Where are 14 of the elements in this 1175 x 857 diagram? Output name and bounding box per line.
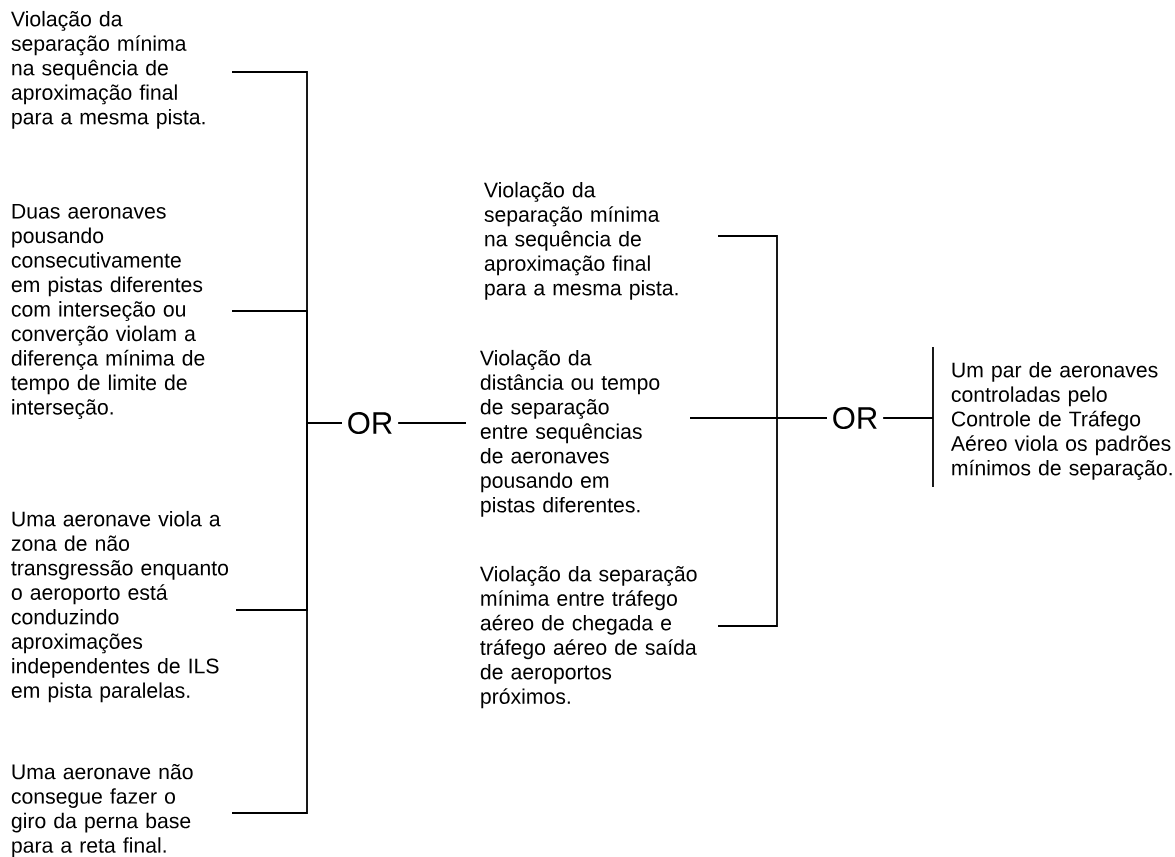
event-text: Uma aeronave não consegue fazer o giro da perna base para a reta final. (11, 763, 193, 857)
connector-line (717, 417, 828, 627)
connector-line (231, 422, 343, 814)
connector-line (397, 422, 467, 424)
event-text: Violação da separação mínima na sequência de aproximação final para a mesma pista. (484, 181, 678, 300)
connector-line (882, 417, 934, 419)
or-gate-label: OR (348, 412, 392, 434)
event-text: Violação da distância ou tempo de separação entre sequências de aeronaves pousando em pistas diferentes. (480, 349, 660, 517)
event-text: Uma aeronave viola a zona de não transgressão enquanto o aeroporto está conduzindo aproximações independentes de ILS em pista paralelas. (11, 510, 229, 703)
event-text: Violação da separação mínima na sequência de aproximação final para a mesma pista. (11, 10, 205, 129)
event-text: Um par de aeronaves controladas pelo Controle de Tráfego Aéreo viola os padrões mínimos de separação. (950, 361, 1172, 480)
event-text: Violação da separação mínima entre tráfego aéreo de chegada e tráfego aéreo de saída de aeroportos próximos. (480, 565, 697, 709)
or-gate-label: OR (833, 407, 877, 429)
event-text: Duas aeronaves pousando consecutivamente em pistas diferentes com interseção ou converção violam a diferença mínima de tempo de limite de interseção. (11, 203, 205, 419)
